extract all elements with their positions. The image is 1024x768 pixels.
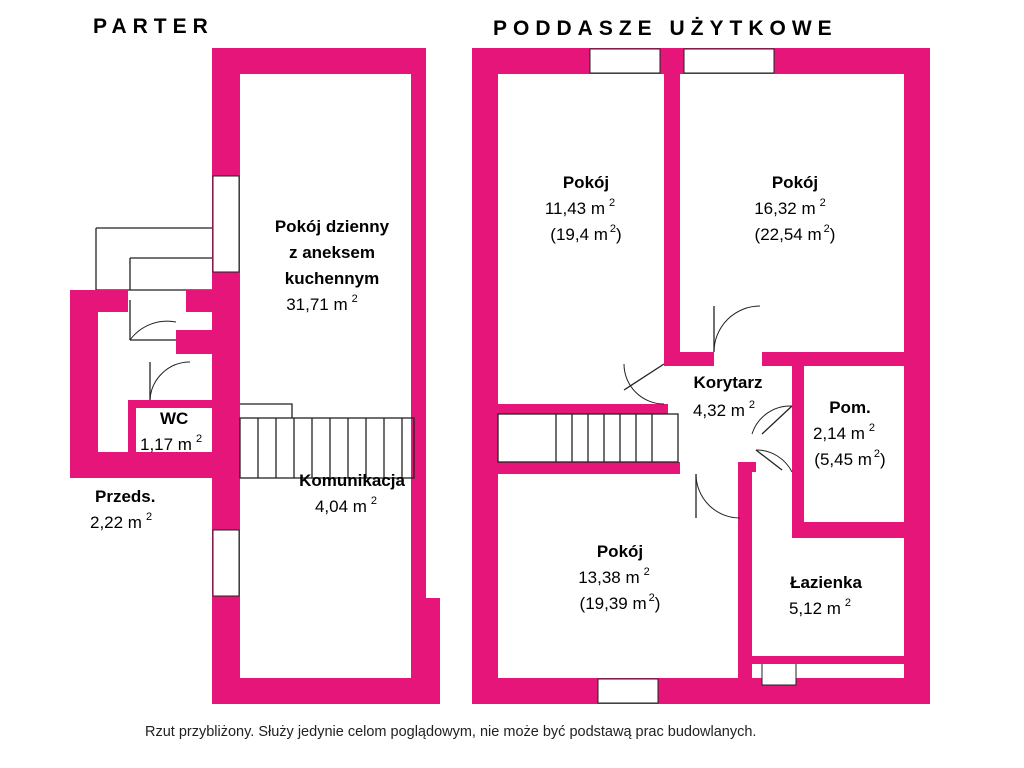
wall	[664, 352, 714, 366]
wall	[664, 74, 680, 364]
room-label-attic-room1: Pokój	[563, 173, 609, 192]
wall	[186, 290, 214, 312]
wall	[738, 462, 752, 678]
wall	[411, 48, 426, 600]
wall	[792, 366, 804, 536]
wall	[498, 462, 680, 474]
door-leaf	[623, 363, 665, 391]
wall	[472, 678, 930, 704]
wall	[762, 352, 904, 366]
wall	[212, 678, 440, 704]
wall	[472, 48, 498, 704]
door-swing	[695, 473, 741, 519]
wall	[792, 522, 904, 538]
door-leaf	[755, 449, 783, 471]
stair-treads	[257, 418, 403, 478]
room-label-hall: Przeds.	[95, 487, 155, 506]
room-label-bathroom: Łazienka	[790, 573, 862, 592]
window	[597, 678, 659, 704]
room-label-living-2: z aneksem	[289, 243, 375, 262]
entrance-steps	[95, 227, 212, 291]
room-label-storage: Pom.	[829, 398, 871, 417]
wall	[70, 290, 98, 478]
ground-floor-heading: PARTER	[93, 15, 214, 38]
wall	[128, 400, 136, 460]
wall	[904, 48, 930, 704]
wall	[748, 656, 904, 664]
window	[212, 175, 240, 273]
room-label-corridor: Korytarz	[694, 373, 763, 392]
door-swing	[713, 305, 761, 353]
door-swing	[751, 405, 793, 435]
window	[683, 48, 775, 74]
stair-treads	[555, 414, 653, 462]
room-label-living: Pokój dzienny	[275, 217, 390, 236]
wall	[212, 48, 240, 704]
wall	[128, 400, 240, 408]
window	[212, 529, 240, 597]
room-label-living-3: kuchennym	[285, 269, 379, 288]
window	[589, 48, 661, 74]
stairs	[239, 417, 415, 479]
window	[761, 660, 797, 686]
door-swing	[623, 363, 665, 405]
wall	[212, 48, 426, 74]
wall	[70, 290, 128, 312]
door-swing	[149, 361, 191, 401]
attic-heading: PODDASZE UŻYTKOWE	[493, 17, 838, 40]
door-swing	[129, 320, 177, 341]
stair-landing	[240, 403, 293, 418]
ground-floor-plan: Pokój dzienny z aneksem kuchennym 31,71 …	[70, 48, 440, 704]
wall	[176, 330, 216, 354]
room-label-attic-room3: Pokój	[597, 542, 643, 561]
room-label-communication: Komunikacja	[299, 471, 405, 490]
wall	[498, 404, 668, 414]
wall	[70, 452, 240, 478]
room-label-attic-room2: Pokój	[772, 173, 818, 192]
disclaimer: Rzut przybliżony. Służy jedynie celom po…	[145, 724, 756, 740]
room-label-wc: WC	[160, 409, 188, 428]
door-swing	[755, 449, 793, 473]
wall	[212, 478, 240, 528]
door-leaf	[761, 405, 793, 435]
